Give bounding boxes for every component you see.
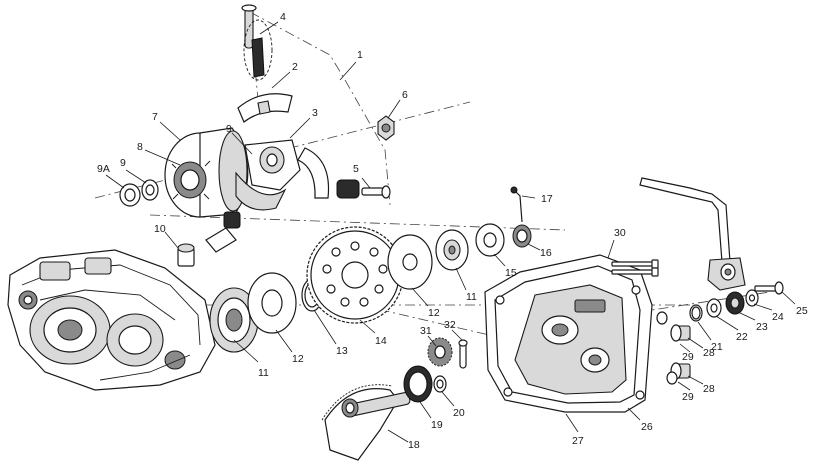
callout-12-upper: 12 — [428, 307, 440, 319]
callout-24: 24 — [772, 311, 784, 323]
kickstart-washer-24 — [745, 289, 759, 307]
callout-6: 6 — [402, 89, 408, 101]
clutch-shoe-carrier — [235, 139, 301, 211]
callout-12-lower: 12 — [292, 353, 304, 365]
callout-5: 5 — [353, 163, 359, 175]
clutch-basket — [164, 127, 249, 218]
leader-lines — [105, 21, 796, 443]
callout-23: 23 — [756, 321, 768, 333]
kickstart-bushing-23 — [725, 291, 745, 315]
nut-6 — [377, 115, 395, 141]
callout-31: 31 — [420, 325, 432, 337]
drive-disc-11-upper — [435, 229, 469, 271]
callout-8: 8 — [137, 141, 143, 153]
callout-11-lower: 11 — [258, 367, 269, 379]
callout-18: 18 — [408, 439, 420, 451]
callout-26: 26 — [641, 421, 653, 433]
callout-25: 25 — [796, 305, 808, 317]
plug-28-29-lower — [666, 362, 691, 385]
callout-14: 14 — [375, 335, 387, 347]
clutch-shoe-right — [297, 147, 330, 199]
callout-27: 27 — [572, 435, 584, 447]
callout-13: 13 — [336, 345, 348, 357]
callout-22: 22 — [736, 331, 748, 343]
callout-9-top: 9 — [226, 123, 232, 135]
bearing-16 — [512, 224, 532, 248]
plug-28-29-upper — [656, 311, 691, 342]
spring-19 — [403, 365, 433, 403]
callout-30: 30 — [614, 227, 626, 239]
gear-cover-housing — [484, 254, 653, 413]
shim-12-lower — [247, 272, 297, 334]
ring-gear-14 — [306, 226, 404, 324]
callout-3: 3 — [312, 107, 318, 119]
callout-labels: 1 2 3 4 5 6 7 8 9 9 9A 10 11 11 12 12 13… — [97, 11, 808, 451]
bearing-10 — [177, 211, 241, 267]
washer-15 — [475, 223, 505, 257]
callout-28-upper: 28 — [703, 347, 715, 359]
drive-disc-11-lower — [209, 287, 259, 353]
callout-9-left: 9 — [120, 157, 126, 169]
crankcase-housing — [7, 249, 216, 391]
kickstart-bolt-25 — [754, 281, 784, 295]
pinion-31 — [427, 337, 453, 367]
split-pin-17 — [510, 186, 523, 223]
callout-19: 19 — [431, 419, 443, 431]
clip-32 — [458, 339, 468, 369]
needle-bearing-bolt-5 — [336, 179, 391, 199]
callout-32: 32 — [444, 319, 456, 331]
callout-20: 20 — [453, 407, 465, 419]
washer-20 — [433, 375, 447, 393]
kickstart-lever — [639, 177, 746, 291]
sector-gear-18 — [321, 384, 411, 461]
shim-12-upper — [387, 234, 433, 290]
callout-29-upper: 29 — [682, 351, 694, 363]
callout-21: 21 — [711, 341, 723, 353]
callout-15: 15 — [505, 267, 517, 279]
clutch-shoe-top — [237, 93, 293, 123]
callout-4: 4 — [280, 11, 286, 23]
cover-bolts-30 — [611, 259, 659, 277]
callout-17: 17 — [541, 193, 553, 205]
callout-9A: 9A — [97, 163, 110, 175]
callout-11-upper: 11 — [466, 291, 477, 303]
callout-29-lower: 29 — [682, 391, 694, 403]
callout-1: 1 — [357, 49, 363, 61]
callout-10: 10 — [154, 223, 166, 235]
callout-7: 7 — [152, 111, 158, 123]
callout-2: 2 — [292, 61, 298, 73]
ring-21 — [689, 304, 703, 322]
washer-22 — [706, 298, 722, 318]
callout-28-lower: 28 — [703, 383, 715, 395]
callout-16: 16 — [540, 247, 552, 259]
spring-pin — [241, 4, 273, 81]
